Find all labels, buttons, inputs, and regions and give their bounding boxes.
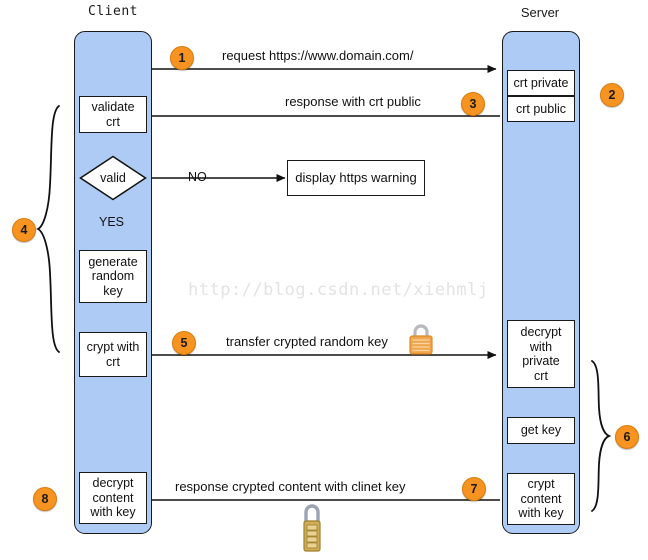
step-badge-8[interactable]: 8 — [33, 487, 57, 511]
step-badge-3[interactable]: 3 — [461, 92, 485, 116]
message-label-response-crypted-content: response crypted content with clinet key — [175, 479, 406, 494]
branch-label-yes: YES — [99, 215, 125, 229]
combination-padlock-icon — [297, 499, 327, 555]
client-title: Client — [88, 4, 138, 19]
message-label-transfer-random-key: transfer crypted random key — [226, 334, 388, 349]
step-badge-7[interactable]: 7 — [462, 477, 486, 501]
server-store-crt-private: crt private — [507, 70, 575, 96]
client-step-generate-random-key: generate random key — [79, 250, 147, 303]
step-badge-6[interactable]: 6 — [615, 425, 639, 449]
step-badge-2[interactable]: 2 — [600, 83, 624, 107]
client-decision-valid: valid — [79, 155, 147, 201]
server-step-crypt-content-with-key: crypt content with key — [507, 473, 575, 525]
watermark-text: http://blog.csdn.net/xiehmlj — [188, 280, 489, 300]
server-step-decrypt-with-private-crt: decrypt with private crt — [507, 320, 575, 388]
server-title: Server — [520, 5, 560, 20]
step-badge-5[interactable]: 5 — [172, 331, 196, 355]
display-https-warning-box: display https warning — [287, 160, 425, 196]
branch-label-no: NO — [188, 170, 207, 184]
client-step-crypt-with-crt: crypt with crt — [79, 332, 147, 377]
client-step-decrypt-content-with-key: decrypt content with key — [79, 472, 147, 524]
server-step-get-key: get key — [507, 417, 575, 444]
padlock-icon — [406, 322, 436, 356]
step-badge-1[interactable]: 1 — [170, 46, 194, 70]
step-badge-4[interactable]: 4 — [12, 218, 36, 242]
client-step-validate-crt: validate crt — [79, 96, 147, 133]
message-label-response-crt-public: response with crt public — [285, 94, 421, 109]
message-label-request: request https://www.domain.com/ — [222, 48, 414, 63]
client-decision-valid-label: valid — [100, 171, 126, 185]
server-store-crt-public: crt public — [507, 96, 575, 122]
